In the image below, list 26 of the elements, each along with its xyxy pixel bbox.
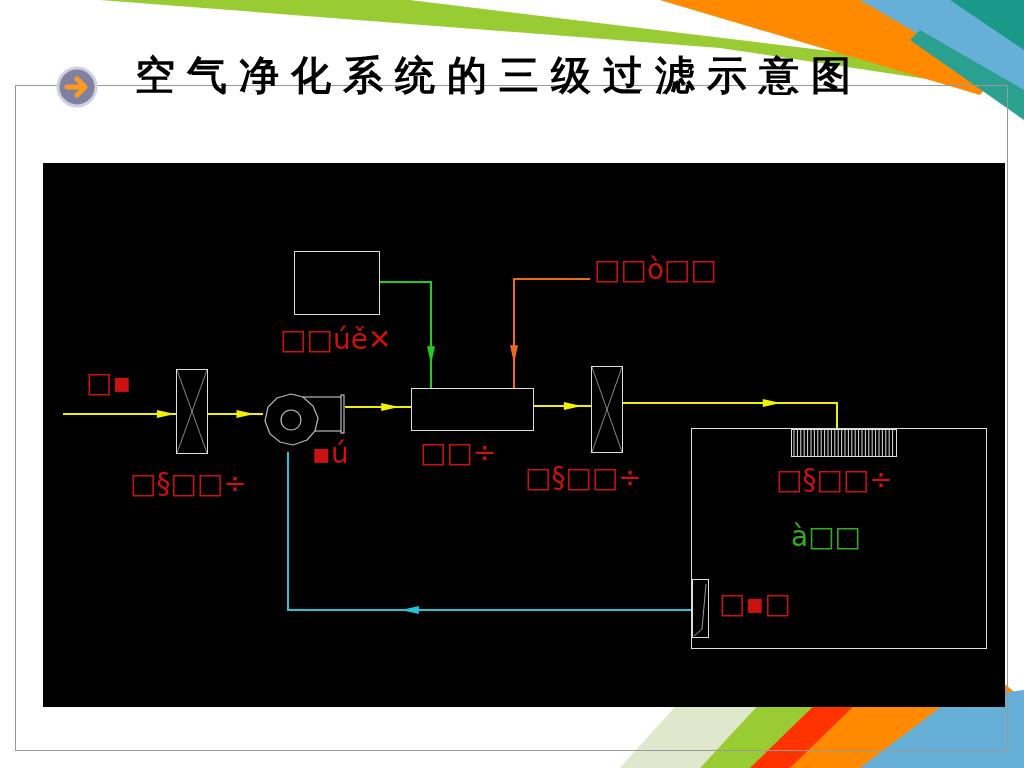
process-box xyxy=(294,251,380,315)
tofu-label: □§□□÷ xyxy=(130,470,247,498)
room-label: à□□ xyxy=(791,523,862,551)
process-box xyxy=(411,388,534,431)
hepa-filter-symbol xyxy=(791,429,897,457)
flow-arrow xyxy=(207,410,264,418)
filter-symbol xyxy=(176,369,208,454)
return-grille xyxy=(692,579,709,638)
tofu-label: □□úě✕ xyxy=(280,326,392,354)
tofu-label: □□ò□□ xyxy=(594,256,717,284)
flow-arrow xyxy=(379,281,435,389)
tofu-label: □§□□÷ xyxy=(525,464,642,492)
room-box xyxy=(691,428,987,649)
flow-arrow xyxy=(287,451,692,614)
flow-arrow xyxy=(344,403,412,411)
filter-symbol xyxy=(591,366,623,453)
tofu-label: ▪ú xyxy=(312,440,349,468)
tofu-label: □▪ xyxy=(86,369,132,397)
flow-arrow xyxy=(622,399,838,429)
tofu-label: □§□□÷ xyxy=(776,466,893,494)
tofu-label: □▪□ xyxy=(719,590,791,618)
flow-arrow xyxy=(62,410,177,418)
flow-arrow xyxy=(533,402,592,410)
flow-arrow xyxy=(510,278,591,389)
tofu-label: □□÷ xyxy=(420,439,497,467)
slide-title: 空气净化系统的三级过滤示意图 xyxy=(135,50,863,100)
